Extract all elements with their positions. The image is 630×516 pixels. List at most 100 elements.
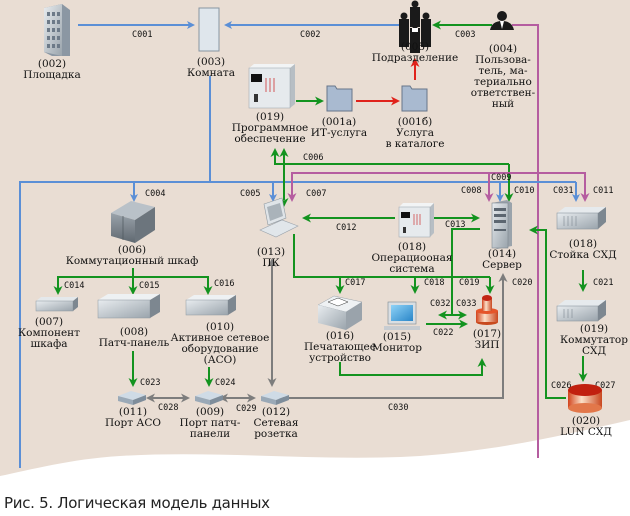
node-name: Патч-панель [99,337,170,349]
node-id: (003) [197,56,225,68]
node-name: Стойка СХД [549,249,616,261]
database-icon [568,384,602,413]
label-c011: C011 [593,186,613,196]
port-icon [195,391,223,405]
node-id: (005) [401,41,429,53]
label-c003: C003 [455,30,475,40]
spare-parts-icon [476,295,498,325]
node-name: панели [190,428,230,440]
connections [19,20,590,468]
node-id: (001а) [322,116,357,128]
label-c010: C010 [514,186,534,196]
node-id: (016) [326,330,354,342]
node-name: оборудование [181,343,258,355]
node-name: (АСО) [204,354,237,366]
node-009: (009)Порт патч-панели [180,406,241,440]
label-c009: C009 [491,173,511,183]
node-013: (013)ПК [257,246,285,269]
node-name: Комната [187,67,235,79]
node-name: в каталоге [386,138,445,150]
node-id: (006) [118,244,146,256]
node-id: (019) [580,323,608,335]
label-c020: C020 [512,278,532,288]
label-c013: C013 [445,220,465,230]
node-name: система [389,263,434,275]
node-name: устройство [309,352,371,364]
port-icon [118,391,146,405]
label-c004: C004 [145,189,165,199]
node-id: (020) [572,415,600,427]
folder-icon [401,85,428,112]
node-name: Коммутатор [560,334,628,346]
monitor-icon [384,301,420,330]
node-003: (003)Комната [187,56,235,79]
label-c023: C023 [140,378,160,388]
storage-rack-icon [556,207,606,230]
node-015: (015)Монитор [372,331,422,354]
node-id: (002) [38,58,66,70]
node-name: ЗИП [475,339,500,351]
node-name: СХД [582,345,606,357]
label-c002: C002 [300,30,320,40]
node-name: Пользова- [475,54,531,66]
node-name: Подразделение [372,52,458,64]
node-id: (008) [120,326,148,338]
node-id: (010) [206,321,234,333]
conn-printer-zip [339,358,487,376]
label-c018: C018 [424,278,444,288]
node-name: Порт патч- [180,417,241,429]
conn-c006 [270,148,509,165]
label-c024: C024 [215,378,235,388]
building-icon [44,4,70,56]
node-005: (005)Подразделение [372,41,458,64]
node-name: Компонент [18,327,80,339]
label-c005: C005 [240,189,260,199]
device-icon [35,297,78,312]
node-name: Сервер [482,259,522,271]
label-c008: C008 [461,186,481,196]
node-name: Порт АСО [105,417,161,429]
label-c026: C026 [551,381,571,391]
node-name: Коммутационный шкаф [66,255,199,267]
pc-icon [259,197,299,238]
node-name: Сетевая [253,417,298,429]
conn-blue-bus [19,181,576,468]
node-id: (013) [257,246,285,258]
label-c019: C019 [459,278,479,288]
label-c022: C022 [433,328,453,338]
node-id: (011) [119,406,147,418]
label-c031: C031 [553,186,573,196]
label-c001: C001 [132,30,152,40]
node-004: (004)Пользова-тель, ма-териальноответств… [471,43,536,110]
label-c029: C029 [236,404,256,414]
diagram-background [0,0,630,476]
os-icon [398,203,434,238]
label-c016: C016 [214,279,234,289]
node-id: (001б) [398,116,433,128]
logical-data-model-diagram: C001 C002 C003 C004 C005 C006 C007 C008 … [0,0,630,476]
label-c007: C007 [306,189,326,199]
node-id: (009) [196,406,224,418]
node-006: (006)Коммутационный шкаф [66,244,199,267]
port-icon [261,391,289,405]
node-001a: (001а)ИТ-услуга [311,116,367,139]
label-c027: C027 [595,381,615,391]
node-name: LUN СХД [560,426,612,438]
node-name: Площадка [23,69,80,81]
node-018-rack: (018)Стойка СХД [549,238,616,261]
server-icon [491,200,512,249]
room-icon [198,7,220,52]
node-011: (011)Порт АСО [105,406,161,429]
node-id: (019) [256,111,284,123]
node-name: тель, ма- [478,65,528,77]
node-002: (002)Площадка [23,58,80,81]
label-c006: C006 [303,153,323,163]
label-c032: C032 [430,299,450,309]
node-name: Операциооная [371,252,452,264]
node-name: ответствен- [471,87,536,99]
